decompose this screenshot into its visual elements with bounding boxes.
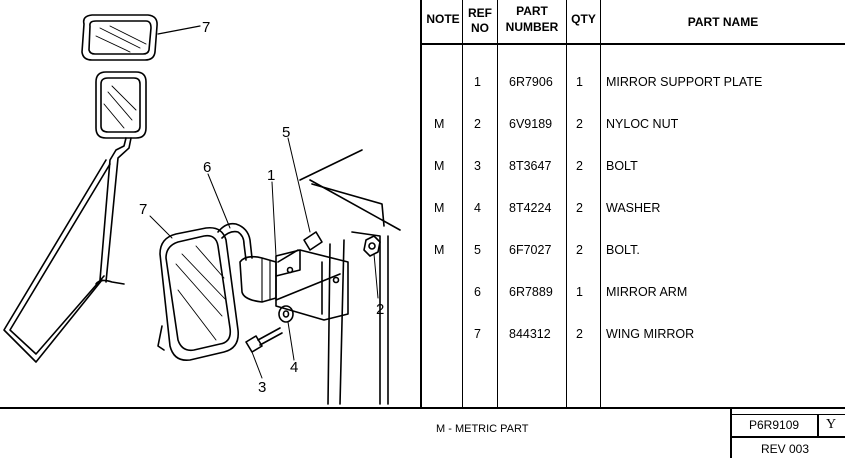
revision-label: REV 003 [761, 442, 810, 456]
bolt-top [277, 231, 323, 263]
table-row-qty: 1 [576, 75, 583, 89]
mirror-support-plate [275, 249, 349, 321]
header-ref-line2: NO [471, 21, 489, 35]
header-qty: QTY [571, 12, 596, 26]
exploded-parts-diagram: 7 6 1 5 7 2 4 3 [3, 14, 401, 405]
callout-3: 3 [258, 379, 266, 396]
footer-box-divider [730, 409, 732, 458]
table-row-part-number: 844312 [509, 327, 551, 341]
table-row-ref: 2 [474, 117, 481, 131]
table-row-part-number: 6F7027 [509, 243, 552, 257]
header-rule [420, 43, 845, 45]
drawing-number: P6R9109 [749, 418, 800, 432]
part-name-column: MIRROR SUPPORT PLATE NYLOC NUT BOLT WASH… [606, 47, 842, 369]
callout-7: 7 [139, 201, 147, 218]
callout-6: 6 [203, 159, 211, 176]
table-row-note: M [434, 117, 445, 131]
header-part-line2: NUMBER [505, 20, 559, 34]
part-number-column: 6R7906 6V9189 8T3647 8T4224 6F7027 6R788… [509, 47, 565, 369]
table-row-note [434, 75, 454, 89]
column-divider [600, 0, 601, 408]
drawing-letter: Y [826, 417, 837, 432]
ref-column: 1 2 3 4 5 6 7 [474, 47, 494, 369]
header-part-number: PART NUMBER [498, 5, 566, 34]
note-column: M M M M [434, 47, 454, 369]
table-row-ref: 5 [474, 243, 481, 257]
table-row-ref: 6 [474, 285, 481, 299]
footer-box-rule [732, 414, 845, 415]
mirror-on-arm-view [3, 71, 147, 363]
washer [278, 305, 294, 323]
table-row-part-name: MIRROR SUPPORT PLATE [606, 75, 763, 89]
table-row-qty: 2 [576, 243, 583, 257]
bolt-bottom [245, 327, 283, 353]
table-row-part-name: BOLT [606, 159, 638, 173]
table-row-note: M [434, 243, 445, 257]
table-row-part-name: WASHER [606, 201, 661, 215]
callout-7-top: 7 [202, 19, 210, 36]
metric-part-legend: M - METRIC PART [436, 423, 529, 435]
table-row-part-name: WING MIRROR [606, 327, 695, 341]
table-row-qty: 2 [576, 327, 583, 341]
table-border-left [420, 0, 422, 408]
vehicle-body-outline [299, 149, 401, 405]
header-part-line1: PART [516, 4, 548, 18]
table-row-ref: 1 [474, 75, 481, 89]
callout-1: 1 [267, 167, 275, 184]
table-row-qty: 2 [576, 159, 583, 173]
callout-2: 2 [376, 301, 384, 318]
table-row-part-number: 6R7889 [509, 285, 553, 299]
footer-box-rule [732, 436, 845, 438]
table-row-part-number: 8T3647 [509, 159, 552, 173]
table-row-note: M [434, 201, 445, 215]
callout-5: 5 [282, 124, 290, 141]
table-row-part-number: 6R7906 [509, 75, 553, 89]
header-part-name: PART NAME [687, 15, 759, 29]
table-row-ref: 3 [474, 159, 481, 173]
nyloc-nut [363, 235, 381, 257]
header-note: NOTE [426, 12, 460, 26]
table-row-part-number: 8T4224 [509, 201, 552, 215]
table-row-part-name: MIRROR ARM [606, 285, 688, 299]
qty-column: 1 2 2 2 2 1 2 [576, 47, 596, 369]
table-row-qty: 1 [576, 285, 583, 299]
table-row-part-number: 6V9189 [509, 117, 553, 131]
column-divider [497, 0, 498, 408]
table-row-note: M [434, 159, 445, 173]
wing-mirror-main [157, 226, 240, 362]
wing-mirror-top-view [81, 14, 201, 61]
leader-lines [149, 137, 379, 379]
footer-box-divider [817, 414, 819, 436]
mirror-arm [217, 222, 277, 303]
table-row-note [434, 327, 454, 341]
column-divider [462, 0, 463, 408]
table-row-part-name: NYLOC NUT [606, 117, 679, 131]
header-ref-no: REF NO [463, 7, 497, 35]
table-row-qty: 2 [576, 201, 583, 215]
table-row-qty: 2 [576, 117, 583, 131]
callout-4: 4 [290, 359, 298, 376]
footer-rule [0, 407, 845, 409]
column-divider [566, 0, 567, 408]
table-row-ref: 7 [474, 327, 481, 341]
header-ref-line1: REF [468, 6, 492, 20]
table-row-ref: 4 [474, 201, 481, 215]
table-row-part-name: BOLT. [606, 243, 640, 257]
table-row-note [434, 285, 454, 299]
